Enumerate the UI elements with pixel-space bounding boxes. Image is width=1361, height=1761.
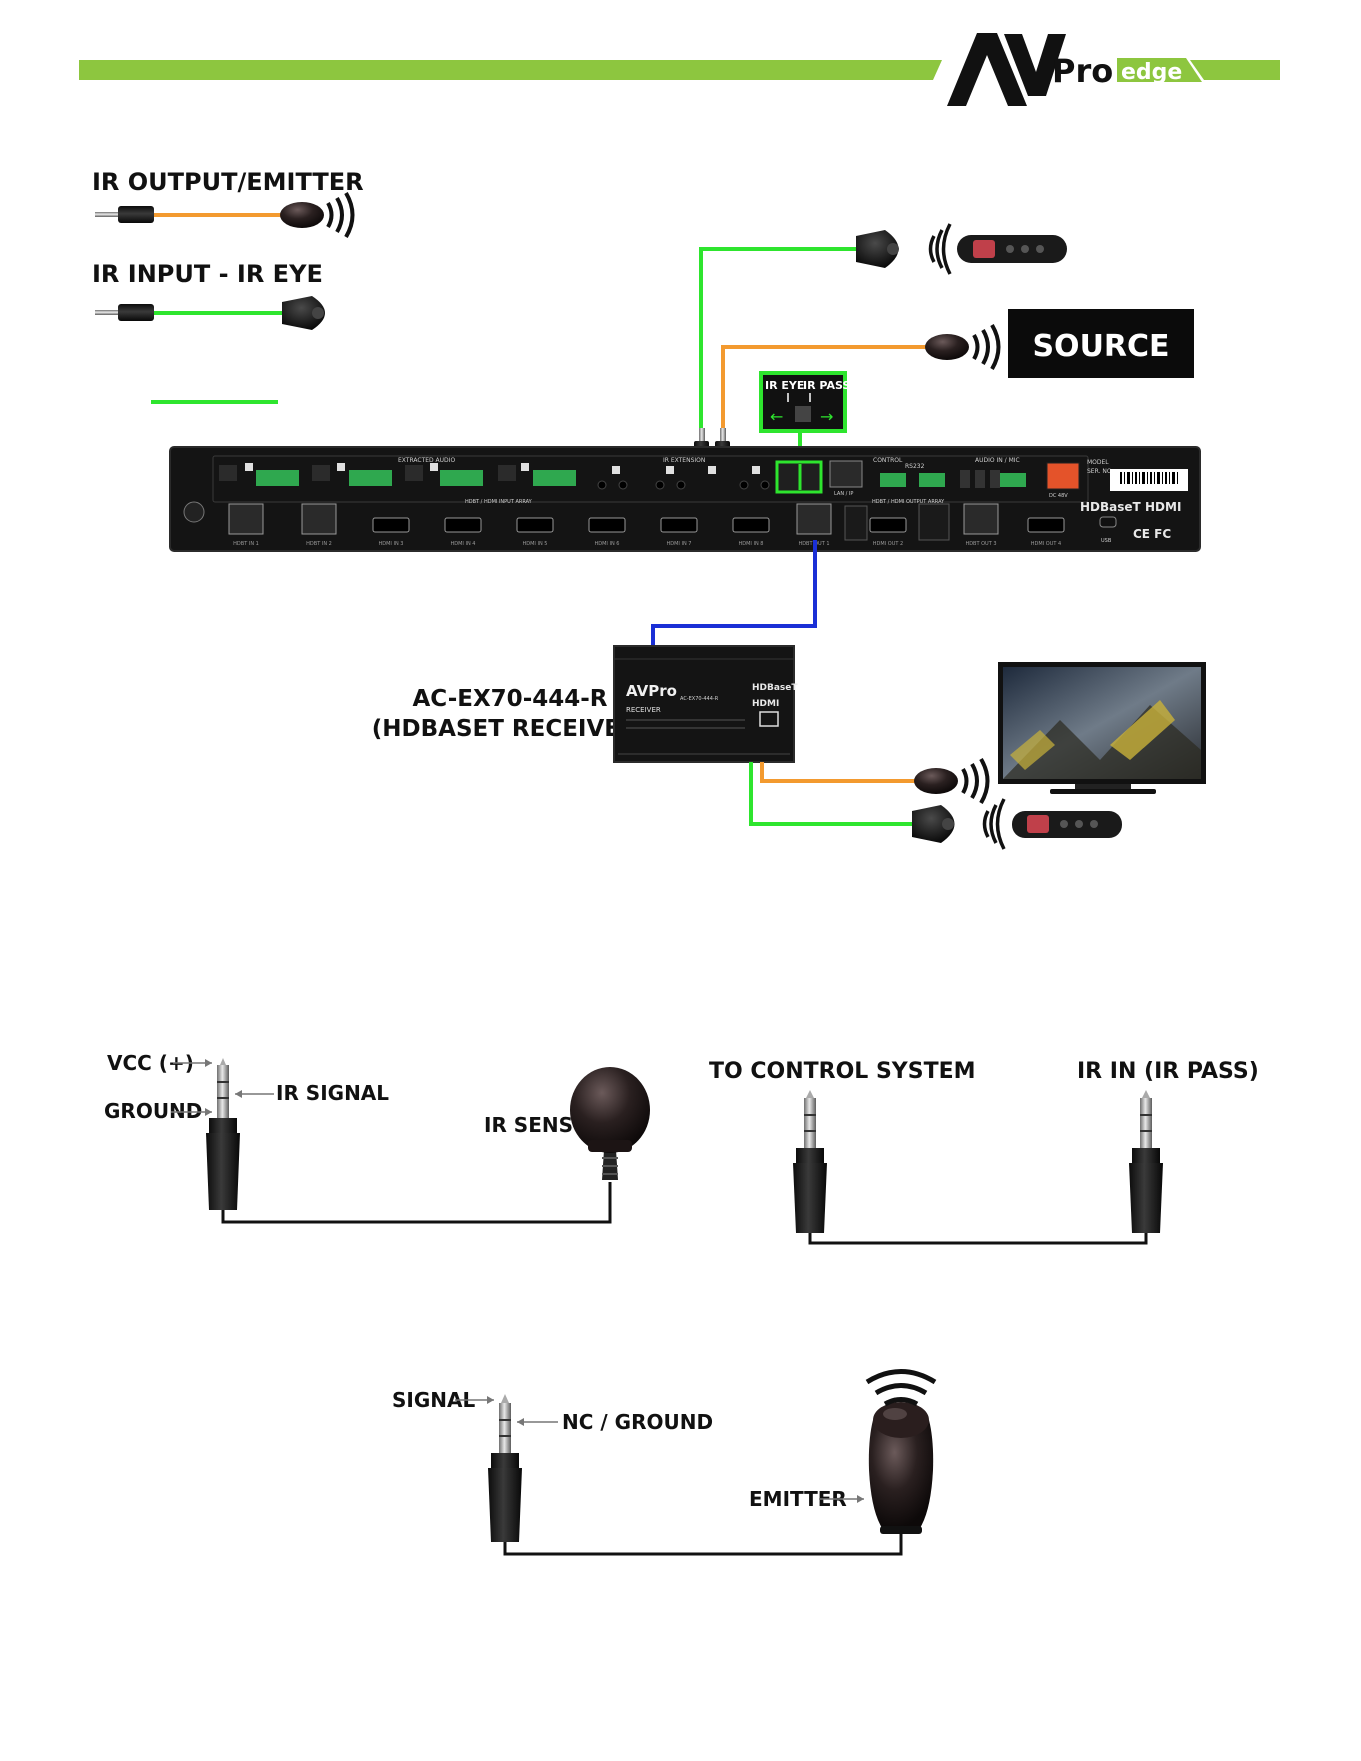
ground-screw-icon [184,502,204,522]
source-emitter [925,325,999,369]
receiver-hdbt: HDBaseT [752,683,798,693]
matrix-hdbt-brand: HDBaseT [1080,500,1142,514]
receiver-role: RECEIVER [626,706,661,714]
switch-ir-pass-label: IR PASS [803,379,850,392]
source-box: SOURCE [1008,309,1194,378]
emitter-pinout: SIGNAL NC / GROUND EMITTER [392,1372,935,1555]
port-label: HDMI IN 6 [595,541,620,547]
emitter-wave-icon [867,1372,935,1405]
tv-emitter [914,759,988,803]
matrix-model: MODEL [1087,459,1109,466]
port-label: HDBT OUT 3 [965,541,996,547]
receiver-model: AC-EX70-444-R [680,696,719,702]
receiver-hdmi: HDMI [752,699,779,709]
hdbaset-cable [653,540,815,648]
hdbaset-receiver: AVPro AC-EX70-444-R RECEIVER HDBaseT HDM… [614,646,798,762]
matrix-switch: EXTRACTED AUDIO IR EXTENSION CONTROL RS2… [170,447,1200,551]
svg-text:Pro: Pro [1052,52,1113,90]
label-ir-in-pass: IR IN (IR PASS) [1077,1059,1259,1084]
port-label: HDMI IN 7 [667,541,692,547]
ir-mode-switch-callout: IR EYE IR PASS ← → [761,373,850,431]
matrix-ir-extension: IR EXTENSION [663,457,705,464]
svg-text:edge: edge [1121,60,1182,85]
remote-control-icon [957,235,1067,263]
switch-ir-eye-label: IR EYE [765,379,804,392]
matrix-extracted-audio: EXTRACTED AUDIO [398,457,455,464]
matrix-usb: USB [1101,538,1112,544]
receiver-label-model: AC-EX70-444-R [412,686,607,712]
matrix-ce-fcc: CE FC [1133,527,1171,541]
port-label: HDBT IN 2 [306,541,332,547]
arrow-right-icon: → [820,407,833,426]
control-cable-detail: TO CONTROL SYSTEM IR IN (IR PASS) [709,1059,1259,1243]
ir-emitter-cable-sample [95,193,353,237]
top-ir-eye [856,224,950,274]
port-label: HDMI IN 5 [523,541,548,547]
ir-output-title: IR OUTPUT/EMITTER [92,168,364,196]
matrix-input-array: HDBT / HDMI INPUT ARRAY [465,499,533,505]
tv-display [998,662,1206,794]
source-label: SOURCE [1032,329,1169,364]
port-label: HDMI OUT 4 [1031,541,1061,547]
matrix-power: DC 48V [1049,493,1068,499]
arrow-left-icon: ← [770,407,783,426]
port-label: HDBT IN 1 [233,541,259,547]
label-ir-signal: IR SIGNAL [276,1081,389,1105]
label-to-control: TO CONTROL SYSTEM [709,1059,976,1084]
ir-wave-icon [328,203,332,227]
avpro-logo: Pro edge [947,33,1202,106]
port-label: HDMI IN 8 [739,541,764,547]
label-ground: GROUND [104,1099,202,1123]
receiver-brand: AVPro [626,682,677,700]
matrix-rs232: RS232 [905,463,925,470]
matrix-control: CONTROL [873,457,903,464]
label-nc-ground: NC / GROUND [562,1410,713,1434]
ir-eye-pinout: VCC (+) GROUND IR SIGNAL IR SENSOR [104,1051,650,1222]
port-label: HDMI IN 4 [451,541,476,547]
matrix-audio-in: AUDIO IN / MIC [975,457,1020,464]
receiver-label-role: (HDBASET RECEIVER) [372,716,648,742]
ir-input-title: IR INPUT - IR EYE [92,260,323,288]
matrix-ser-no: SER. NO. [1087,468,1113,475]
matrix-lan-ip: LAN / IP [834,491,853,497]
port-label: HDMI OUT 2 [873,541,903,547]
port-label: HDMI IN 3 [379,541,404,547]
receiver-ir-cables [751,762,918,824]
receiver-remote-icon [1012,811,1122,838]
receiver-ir-eye [912,799,1004,849]
matrix-hdmi-brand: HDMI [1145,500,1181,514]
ir-eye-cable-sample [95,296,325,330]
